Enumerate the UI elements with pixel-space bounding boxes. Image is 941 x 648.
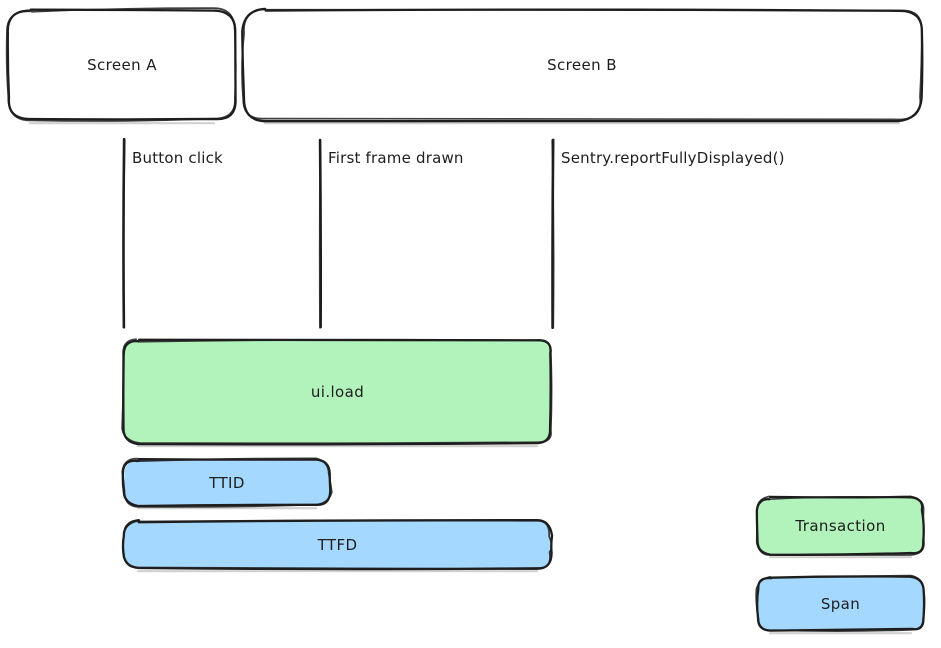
ttid-bar[interactable]: [124, 460, 330, 505]
screen-b-label: Screen B: [547, 56, 617, 74]
ui-load-bar[interactable]: [124, 340, 551, 443]
ui-load-label: ui.load: [310, 382, 365, 401]
legend-transaction-label: Transaction: [795, 517, 886, 535]
first-frame-drawn-marker[interactable]: [315, 140, 327, 327]
first-frame-drawn-label: First frame drawn: [328, 149, 464, 167]
legend-span-label: Span: [820, 594, 861, 613]
legend-transaction-swatch[interactable]: [758, 498, 923, 554]
screen-b-box[interactable]: [243, 10, 921, 120]
report-fully-displayed-marker[interactable]: [548, 140, 560, 327]
report-fully-displayed-label: Sentry.reportFullyDisplayed(): [561, 149, 785, 167]
button-click-label: Button click: [132, 149, 223, 167]
ttfd-bar[interactable]: [124, 521, 551, 568]
ttid-label: TTID: [209, 473, 245, 492]
screen-a-label: Screen A: [87, 56, 157, 74]
screen-a-box[interactable]: [8, 10, 236, 120]
button-click-marker[interactable]: [119, 140, 131, 327]
ttfd-label: TTFD: [317, 535, 358, 554]
legend-span-swatch[interactable]: [758, 577, 923, 630]
